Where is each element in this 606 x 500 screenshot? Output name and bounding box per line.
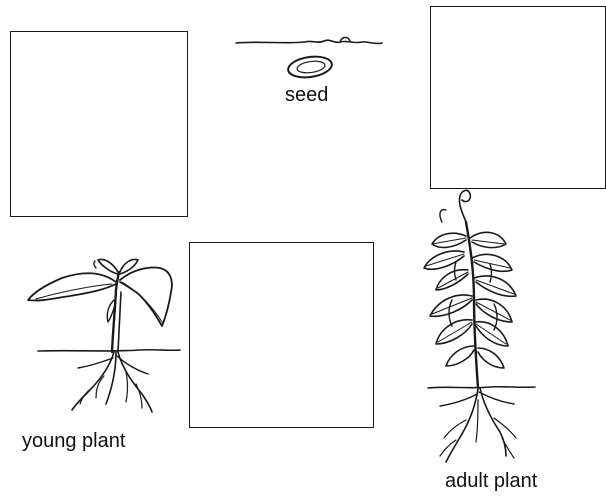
young-plant-label: young plant — [22, 430, 125, 452]
adult-plant-label: adult plant — [445, 470, 537, 492]
seed-soil-line — [236, 40, 382, 43]
seed-label: seed — [285, 84, 328, 106]
seed-illustration — [236, 37, 382, 80]
young-plant-illustration — [28, 260, 180, 413]
seed-shape — [287, 54, 333, 80]
seed-inner-line — [296, 60, 325, 75]
adult-plant-illustration — [424, 190, 535, 462]
